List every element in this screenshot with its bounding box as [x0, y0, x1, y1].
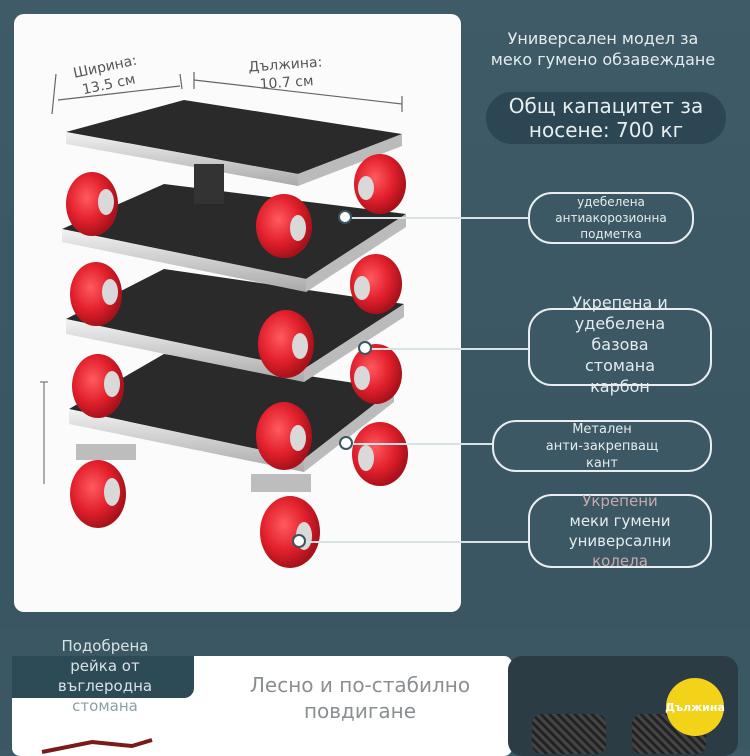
feature-3-line-1: Метален: [572, 421, 632, 437]
callout-line-3: [346, 443, 492, 445]
feature-anticorrosion: удебелена антиакорозионна подметка: [528, 192, 694, 244]
length-dimension: Дължина: 10.7 см: [235, 53, 337, 96]
feature-2-line-2: удебелена: [574, 313, 666, 333]
feature-carbon-steel-base: Укрепена и удебелена базова стомана карб…: [528, 293, 712, 396]
badge-line-2: рейка от: [70, 657, 140, 675]
product-headline: Универсален модел за меко гумено обзавеж…: [478, 28, 728, 70]
feature-1-line-3: подметка: [580, 227, 642, 241]
feature-1-line-2: антиакорозионна: [555, 211, 667, 225]
dolly-level-2: [62, 184, 406, 378]
feature-4-line-4: колела: [592, 552, 648, 570]
capacity-badge: Общ капацитет за носене: 700 кг: [486, 92, 726, 144]
feature-2-line-4: стомана: [584, 355, 656, 375]
feature-2-line-3: базова: [591, 334, 649, 354]
badge-line-4: стомана: [72, 697, 138, 715]
feature-2-line-1: Укрепена и: [572, 292, 668, 312]
capacity-line-2: носене: 700 кг: [528, 118, 684, 142]
dolly-level-1: [66, 100, 406, 258]
feature-2-line-5: карбон: [590, 376, 650, 396]
subtitle-line-2: повдигане: [303, 699, 417, 723]
steel-rail-badge: [12, 656, 194, 698]
feature-1-line-1: удебелена: [577, 195, 645, 209]
feature-4-line-1: Укрепени: [582, 492, 658, 510]
feature-4-line-2: меки гумени: [569, 512, 671, 530]
feature-metal-edge: Метален анти-закрепващ кант: [492, 420, 712, 472]
callout-dot-1: [338, 210, 352, 224]
rail-fragment-illustration: [41, 738, 153, 754]
callout-line-4: [299, 541, 529, 543]
callout-dot-2: [358, 341, 372, 355]
subtitle-line-1: Лесно и по-стабилно: [249, 673, 471, 697]
headline-line-2: меко гумено обзавеждане: [490, 50, 716, 69]
feature-3-line-2: анти-закрепващ: [545, 438, 659, 454]
brand-logo-icon: Дължина: [665, 678, 725, 736]
steel-rail-label: Подобрена рейка от въглеродна стомана: [40, 636, 170, 716]
feature-3-line-3: кант: [586, 455, 618, 471]
lifting-subtitle: Лесно и по-стабилно повдигане: [240, 672, 480, 724]
callout-line-2: [366, 348, 528, 350]
badge-line-1: Подобрена: [61, 637, 149, 655]
logo-text: Дължина: [665, 700, 725, 714]
callout-dot-3: [339, 436, 353, 450]
headline-line-1: Универсален модел за: [507, 29, 699, 48]
badge-line-3: въглеродна: [57, 677, 153, 695]
dolly-level-4: [69, 354, 408, 568]
feature-4-line-3: универсални: [568, 532, 672, 550]
callout-line-1: [345, 217, 529, 219]
dolly-stack-illustration: [40, 72, 408, 568]
mesh-pad-left: [532, 714, 606, 754]
capacity-line-1: Общ капацитет за: [508, 94, 704, 118]
product-photo: Ширина: 13.5 см Дължина: 10.7 см: [14, 14, 461, 612]
callout-dot-4: [292, 534, 306, 548]
feature-rubber-wheels: Укрепени меки гумени универсални колела: [528, 492, 712, 570]
dolly-level-3: [66, 269, 404, 470]
